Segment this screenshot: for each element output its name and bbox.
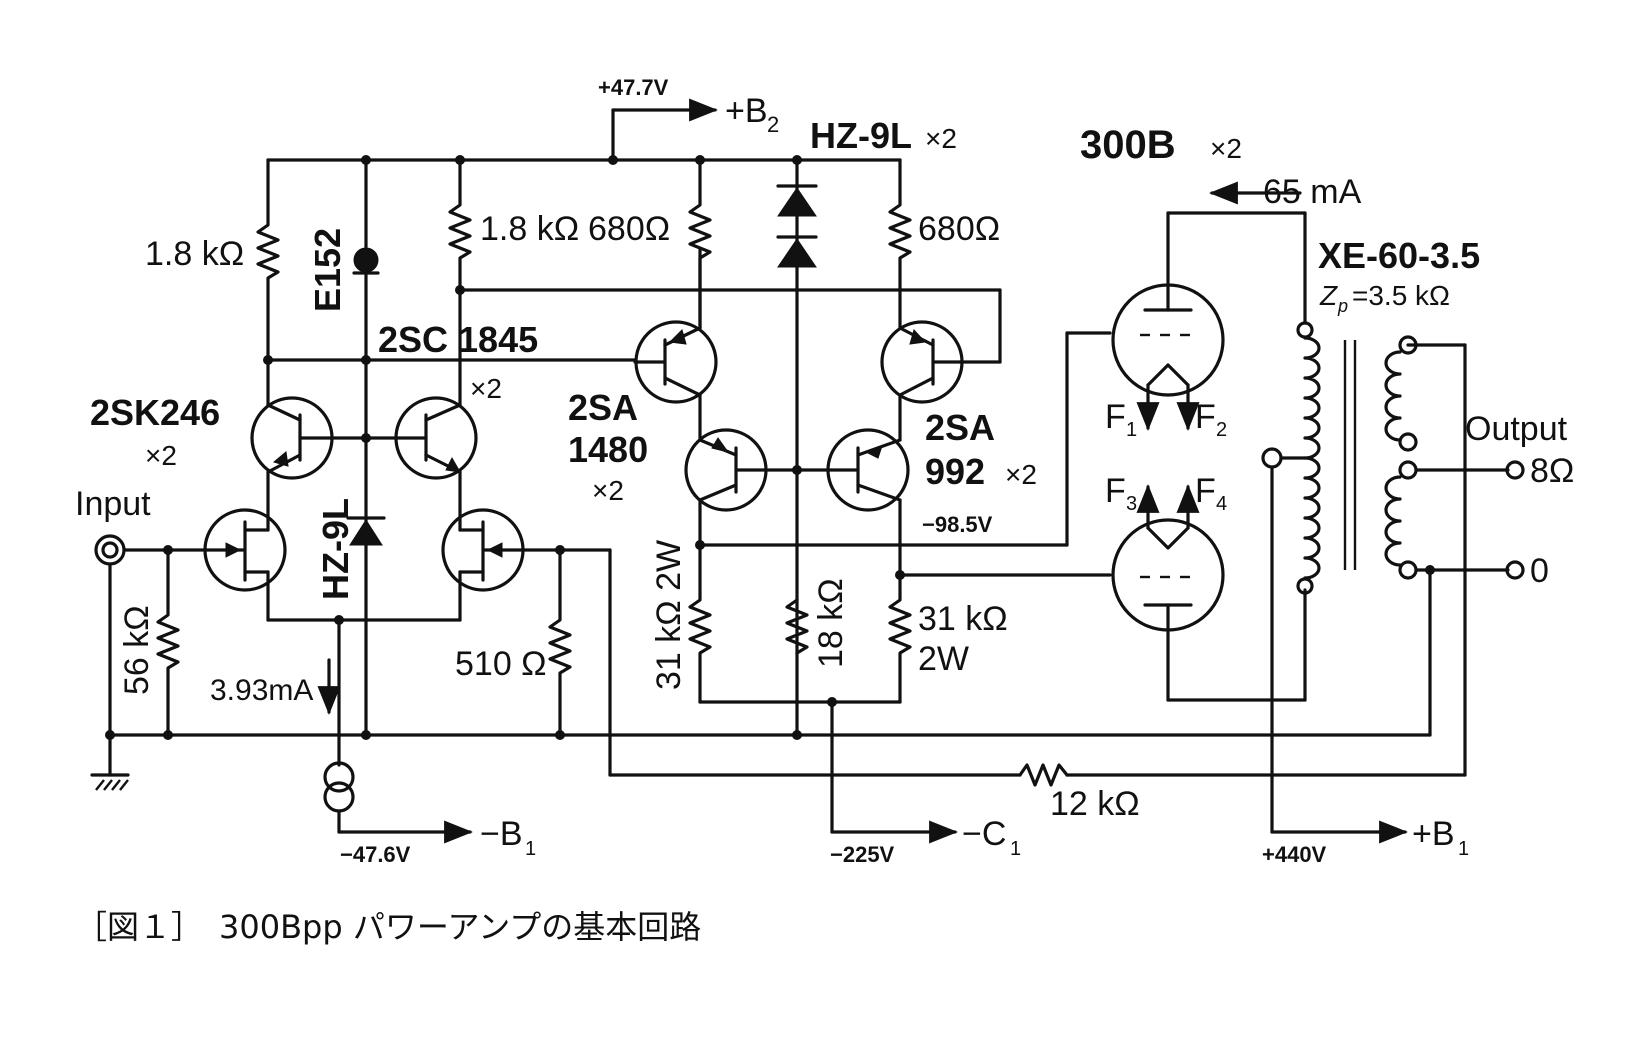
b2-rail-label: +B [725, 92, 768, 130]
b2-rail-sub: 2 [767, 112, 779, 137]
q-2sa992-label-a: 2SA [925, 407, 995, 448]
resistor-680-left-symbol [688, 158, 712, 330]
tube-mult-label: ×2 [1210, 133, 1242, 164]
r-680-right-label: 680Ω [918, 210, 1000, 248]
i-393-label: 3.93mA [210, 674, 313, 707]
f4-sub: 4 [1216, 493, 1227, 515]
c1-bus [698, 697, 958, 844]
hz9l-top-mult: ×2 [925, 123, 957, 154]
input-label: Input [75, 485, 151, 523]
v-minus-225-label: −225V [830, 842, 895, 867]
c1-label: −C [962, 815, 1006, 853]
transformer-name-label: XE-60-3.5 [1318, 235, 1480, 276]
f1-label: F [1105, 398, 1126, 436]
v-minus-476-label: −47.6V [340, 842, 411, 867]
resistor-510-symbol [548, 343, 1467, 787]
figure-caption: ［図１］ 300Bpp パワーアンプの基本回路 [75, 908, 701, 946]
tube-name-label: 300B [1080, 123, 1176, 167]
jfet-input-symbol [166, 508, 287, 622]
resistor-18k-symbol [785, 598, 809, 655]
grid-drive-lines [695, 331, 1112, 580]
output-8-label: 8Ω [1530, 452, 1574, 490]
c1-sub: 1 [1010, 838, 1021, 860]
r-12k-label: 12 kΩ [1050, 785, 1140, 823]
resistor-1k8-left-symbol [256, 158, 280, 362]
transformer-core [1343, 340, 1357, 570]
b1-neg-sub: 1 [525, 838, 536, 860]
transformer-secondary-symbol [1384, 335, 1525, 580]
resistor-680-right-symbol [888, 158, 912, 330]
b1-pos-label: +B [1412, 815, 1455, 853]
resistor-31k-right-symbol [888, 573, 912, 704]
output-label: Output [1465, 410, 1568, 448]
plate-wiring [1166, 181, 1307, 702]
q-2sa992-lower-symbol [795, 393, 910, 577]
e152-symbol [352, 158, 380, 737]
f2-sub: 2 [1216, 419, 1227, 441]
output-0-label: 0 [1530, 552, 1549, 590]
current-source-symbol [323, 761, 473, 844]
r-1k8-mid-label: 1.8 kΩ [480, 210, 579, 248]
q-2sk246-label: 2SK246 [90, 392, 220, 433]
r-31k-right-label-a: 31 kΩ [918, 600, 1008, 638]
q-2sa1480-mult: ×2 [592, 475, 624, 506]
r-31k-right-label-b: 2W [918, 640, 969, 678]
resistor-56k-symbol [156, 545, 180, 737]
hz9l-top-label: HZ-9L [810, 115, 912, 156]
resistor-31k-left-symbol [688, 543, 712, 704]
r-18k-label: 18 kΩ [812, 578, 850, 668]
b2-voltage-label: +47.7V [598, 75, 669, 100]
q-2sk246-mult: ×2 [145, 440, 177, 471]
plate-current-label: 65 mA [1263, 173, 1362, 211]
q-2sa1480-lower-symbol [684, 393, 799, 547]
zp-value: =3.5 kΩ [1352, 280, 1450, 311]
q-2sc1845-symbol [364, 396, 478, 512]
zp-sub: p [1337, 296, 1348, 316]
zp-label: Z [1319, 280, 1338, 311]
hz9l-mid-label: HZ-9L [315, 498, 356, 600]
jfet-feedback-symbol [441, 508, 612, 622]
q-2sk246-symbol [250, 358, 368, 512]
q-2sa1480-label-b: 1480 [568, 429, 648, 470]
b2-rail [266, 98, 902, 162]
tail-line [266, 615, 462, 767]
f3-sub: 3 [1126, 493, 1137, 515]
r-1k8-left-label: 1.8 kΩ [145, 235, 244, 273]
f4-label: F [1195, 472, 1216, 510]
r-510-label: 510 Ω [455, 645, 547, 683]
e152-label: E152 [307, 228, 348, 312]
v-plus-440-label: +440V [1262, 842, 1327, 867]
b1-neg-label: −B [480, 815, 523, 853]
b1-pos-sub: 1 [1458, 838, 1469, 860]
q-2sc1845-mult: ×2 [470, 373, 502, 404]
q-2sa992-label-b: 992 [925, 451, 985, 492]
zener-hz9l-mid-symbol [346, 516, 386, 546]
v-minus-98-label: −98.5V [922, 512, 993, 537]
q-2sc1845-label: 2SC 1845 [378, 319, 538, 360]
transformer-primary-symbol [1261, 321, 1408, 844]
f3-label: F [1105, 472, 1126, 510]
r-680-left-label: 680Ω [588, 210, 670, 248]
q-2sa1480-label-a: 2SA [568, 387, 638, 428]
resistor-1k8-mid-symbol [448, 158, 1002, 407]
q-2sa1480-upper-symbol [633, 248, 718, 404]
f1-sub: 1 [1126, 419, 1137, 441]
ground-rail [105, 568, 1432, 740]
r-31k-left-label: 31 kΩ 2W [650, 540, 688, 690]
zener-hz9l-top-symbol [776, 158, 818, 737]
f2-label: F [1195, 398, 1216, 436]
q-2sa992-mult: ×2 [1005, 459, 1037, 490]
q-2sa992-upper-symbol [880, 320, 964, 404]
r-56k-label: 56 kΩ [118, 605, 156, 695]
